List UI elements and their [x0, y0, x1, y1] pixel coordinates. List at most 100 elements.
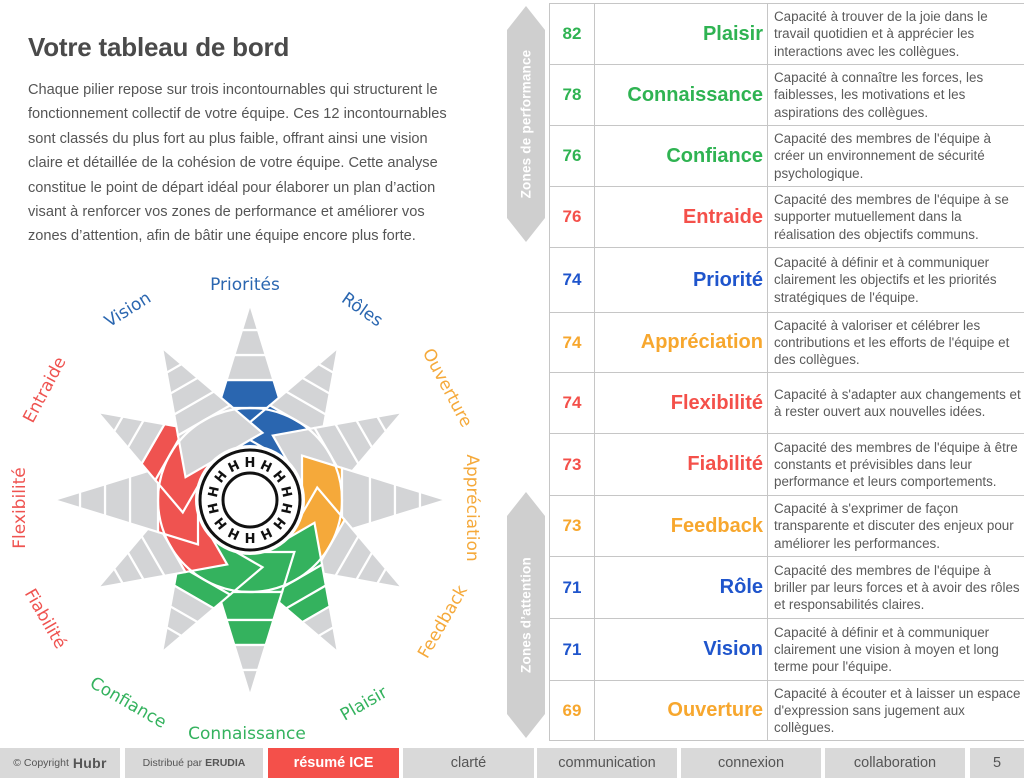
ray-segment [160, 625, 184, 656]
ray-segment [232, 643, 268, 672]
axis-label-ouverture: Ouverture [418, 345, 476, 430]
score-cell: 82 [549, 3, 595, 65]
description-cell: Capacité à s'exprimer de façon transpare… [767, 495, 1024, 557]
score-cell: 74 [549, 372, 595, 434]
ray-segment [393, 482, 422, 518]
pillar-name-cell: Entraide [594, 186, 768, 248]
svg-text:H: H [245, 529, 256, 544]
ray-segment [225, 353, 275, 382]
axis-label-appréciation: Appréciation [462, 454, 482, 561]
description-cell: Capacité des membres de l'équipe à créer… [767, 125, 1024, 187]
axis-label-fiabilité: Fiabilité [20, 586, 70, 653]
svg-text:H: H [206, 485, 223, 499]
tab-clarte[interactable]: clarté [403, 748, 534, 778]
svg-text:H: H [277, 501, 294, 515]
description-cell: Capacité à connaître les forces, les fai… [767, 64, 1024, 126]
score-cell: 69 [549, 680, 595, 741]
zone-performance-label: Zones de performance [518, 49, 534, 199]
tab-resume-ice[interactable]: résumé ICE [268, 748, 399, 778]
distributed-by-text: Distribué par [142, 757, 203, 769]
pillar-name-cell: Feedback [594, 495, 768, 557]
description-cell: Capacité des membres de l'équipe à se su… [767, 186, 1024, 248]
page-title: Votre tableau de bord [28, 32, 290, 62]
ray-segment [368, 475, 397, 525]
tab-label: connexion [717, 755, 785, 771]
zone-performance-banner: Zones de performance [507, 6, 545, 242]
pillar-name-cell: Appréciation [594, 312, 768, 373]
distributor-name: ERUDIA [205, 757, 246, 769]
description-cell: Capacité à trouver de la joie dans le tr… [767, 3, 1024, 65]
score-cell: 74 [549, 247, 595, 313]
tab-label: communication [558, 755, 656, 771]
page-number-text: 5 [992, 755, 1002, 771]
score-cell: 73 [549, 433, 595, 496]
tab-connexion[interactable]: connexion [681, 748, 821, 778]
tab-communication[interactable]: communication [537, 748, 677, 778]
page-number: 5 [970, 748, 1024, 778]
axis-label-confiance: Confiance [86, 673, 169, 733]
footer-nav: © Copyright Hubr Distribué par ERUDIA ré… [0, 748, 1024, 778]
tab-label: clarté [450, 755, 487, 771]
tab-label: résumé ICE [293, 755, 374, 771]
axis-label-entraide: Entraide [19, 354, 70, 427]
pillar-name-cell: Flexibilité [594, 372, 768, 434]
ray-segment [225, 618, 275, 647]
chart-rays [50, 300, 450, 700]
svg-text:H: H [206, 501, 223, 515]
ray-segment [418, 490, 450, 510]
axis-label-connaissance: Connaissance [188, 724, 306, 744]
pillar-name-cell: Rôle [594, 556, 768, 619]
pillar-name-cell: Priorité [594, 247, 768, 313]
ray-segment [375, 410, 406, 434]
pillar-name-cell: Connaissance [594, 64, 768, 126]
ray-segment [103, 475, 132, 525]
zone-attention-banner: Zones d’attention [507, 492, 545, 738]
axis-label-priorités: Priorités [210, 275, 280, 295]
description-cell: Capacité à écouter et à laisser un espac… [767, 680, 1024, 741]
description-cell: Capacité des membres de l'équipe à brill… [767, 556, 1024, 619]
ray-segment [94, 410, 125, 434]
copyright-text: © Copyright [13, 757, 69, 769]
ray-segment [240, 300, 260, 332]
description-cell: Capacité des membres de l'équipe à être … [767, 433, 1024, 496]
score-cell: 71 [549, 618, 595, 681]
score-cell: 71 [549, 556, 595, 619]
tab-label: collaboration [853, 755, 937, 771]
pillar-name-cell: Ouverture [594, 680, 768, 741]
axis-label-vision: Vision [101, 288, 155, 332]
svg-text:H: H [245, 456, 256, 471]
score-cell: 73 [549, 495, 595, 557]
pillar-name-cell: Vision [594, 618, 768, 681]
ray-segment [316, 625, 340, 656]
svg-text:H: H [277, 485, 294, 499]
description-cell: Capacité à définir et à communiquer clai… [767, 618, 1024, 681]
axis-label-rôles: Rôles [338, 289, 387, 332]
pillar-name-cell: Confiance [594, 125, 768, 187]
score-cell: 76 [549, 125, 595, 187]
ray-segment [240, 668, 260, 700]
description-cell: Capacité à s'adapter aux changements et … [767, 372, 1024, 434]
ray-segment [375, 566, 406, 590]
ray-segment [232, 328, 268, 357]
description-cell: Capacité à définir et à communiquer clai… [767, 247, 1024, 313]
distributor-badge: Distribué par ERUDIA [125, 748, 263, 778]
tab-collaboration[interactable]: collaboration [825, 748, 965, 778]
ray-segment [50, 490, 82, 510]
hubr-logo: Hubr [72, 755, 107, 771]
axis-label-feedback: Feedback [414, 582, 472, 662]
axis-label-flexibilité: Flexibilité [10, 467, 30, 549]
ray-segment [316, 344, 340, 375]
intro-paragraph: Chaque pilier repose sur trois incontour… [28, 82, 447, 245]
axis-label-plaisir: Plaisir [337, 683, 391, 726]
